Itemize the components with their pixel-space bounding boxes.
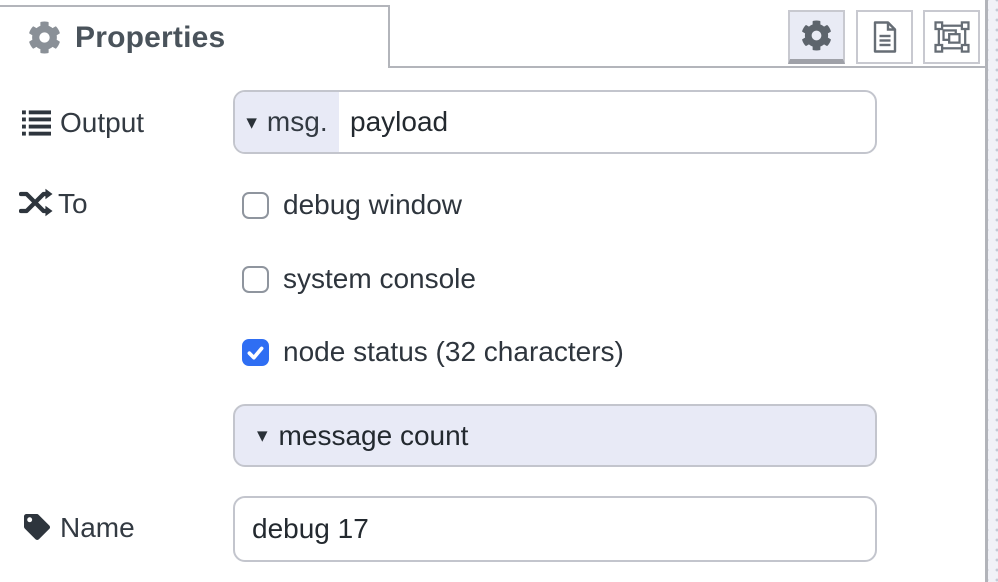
- checkbox-row-node-status[interactable]: node status (32 characters): [242, 336, 624, 368]
- description-tool-button[interactable]: [856, 10, 913, 64]
- debug-window-checkbox[interactable]: [242, 191, 269, 219]
- output-typed-input: ▾ msg.: [233, 90, 877, 154]
- checkbox-label: node status (32 characters): [283, 336, 624, 367]
- gear-icon: [29, 21, 60, 54]
- tag-icon: [24, 514, 50, 540]
- checkbox-row-debug-window[interactable]: debug window: [242, 189, 462, 221]
- name-input[interactable]: [233, 496, 877, 562]
- checkbox-label: system console: [283, 263, 476, 294]
- output-value-input[interactable]: [339, 92, 875, 152]
- caret-down-icon: ▾: [246, 110, 257, 134]
- tab-label: Properties: [75, 20, 226, 54]
- output-type-select-button[interactable]: ▾ msg.: [235, 92, 339, 152]
- tab-properties[interactable]: Properties: [0, 5, 390, 68]
- output-label: Output: [60, 107, 145, 138]
- checkbox-row-system-console[interactable]: system console: [242, 263, 476, 295]
- shuffle-icon: [19, 188, 53, 217]
- properties-tool-button[interactable]: [788, 10, 845, 64]
- tabbar-divider: [390, 66, 985, 68]
- panel-edge-divider: [985, 0, 988, 582]
- caret-down-icon: ▾: [257, 424, 268, 447]
- workspace-grid-strip: [988, 0, 998, 582]
- node-status-checkbox[interactable]: [242, 338, 269, 366]
- system-console-checkbox[interactable]: [242, 265, 269, 293]
- document-icon: [873, 21, 896, 53]
- list-icon: [22, 110, 51, 136]
- status-type-select[interactable]: ▾ message count: [233, 404, 877, 467]
- checkbox-label: debug window: [283, 189, 463, 220]
- appearance-tool-button[interactable]: [923, 10, 980, 64]
- to-label: To: [58, 188, 88, 219]
- gear-icon: [802, 20, 831, 51]
- check-icon: [247, 346, 264, 359]
- status-type-value: message count: [278, 419, 469, 451]
- output-type-label: msg.: [266, 106, 328, 137]
- name-label: Name: [60, 512, 135, 543]
- appearance-icon: [933, 21, 970, 53]
